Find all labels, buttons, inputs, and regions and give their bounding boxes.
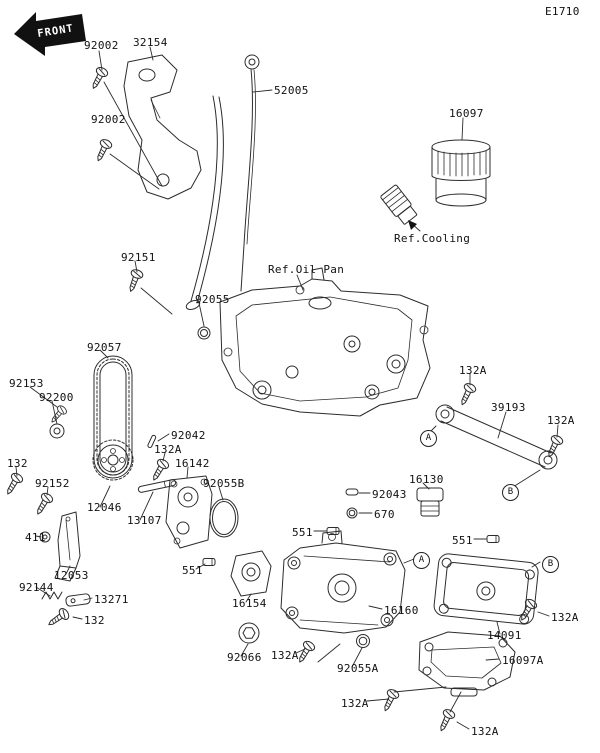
pin-92043-part <box>345 488 359 496</box>
bracket-32154-part <box>123 54 202 200</box>
screw-92151 <box>124 267 145 294</box>
part-label-551-3: 551 <box>182 564 203 577</box>
cover-16154-part <box>230 550 272 597</box>
part-label-92057: 92057 <box>87 341 122 354</box>
part-label-132a-5: 132A <box>271 649 299 662</box>
part-label-132a-1: 132A <box>459 364 487 377</box>
cover-16097a-part <box>418 631 516 697</box>
plate-13271-part <box>65 593 91 607</box>
callout-b-1: B <box>502 484 519 501</box>
bolt-92153 <box>47 403 69 426</box>
part-label-92144: 92144 <box>19 581 54 594</box>
part-label-92152: 92152 <box>35 477 70 490</box>
part-label-92153: 92153 <box>9 377 44 390</box>
part-label-92042: 92042 <box>171 429 206 442</box>
oil-pipe-part <box>185 95 224 310</box>
part-label-92002-1: 92002 <box>84 39 119 52</box>
part-label-12046: 12046 <box>87 501 122 514</box>
part-label-13271: 13271 <box>94 593 129 606</box>
callout-b-2: B <box>542 556 559 573</box>
leader-lines <box>15 46 559 730</box>
part-label-132a-2: 132A <box>547 414 575 427</box>
ref-oil-pan-label: Ref.Oil Pan <box>268 263 345 276</box>
part-label-411: 411 <box>25 531 46 544</box>
cooling-fitting-part <box>380 184 418 225</box>
screw-92002-top <box>87 65 110 92</box>
part-label-92002-2: 92002 <box>91 113 126 126</box>
ref-cooling-label: Ref.Cooling <box>394 232 471 245</box>
guide-12053-part <box>54 511 81 582</box>
part-label-16130: 16130 <box>409 473 444 486</box>
washer-411-part <box>39 531 51 543</box>
part-label-92055a: 92055A <box>337 662 379 675</box>
sprocket-12046-part <box>92 439 134 481</box>
pump-body-16142-part <box>165 475 213 549</box>
part-label-39193: 39193 <box>491 401 526 414</box>
part-label-16142: 16142 <box>175 457 210 470</box>
oring-670-part <box>346 507 358 519</box>
cover-14091-part <box>433 553 539 625</box>
plug-92066-part <box>238 622 260 644</box>
link-rod-39193-part <box>435 404 558 470</box>
part-label-92151: 92151 <box>121 251 156 264</box>
part-label-132-2: 132 <box>84 614 105 627</box>
part-label-13107: 13107 <box>127 514 162 527</box>
front-label: FRONT <box>37 22 75 40</box>
chain-92057-part <box>93 355 133 479</box>
screw-132a-bottom-2 <box>379 687 401 714</box>
part-label-92055: 92055 <box>195 293 230 306</box>
part-label-551-1: 551 <box>292 526 313 539</box>
oring-92055a-part <box>356 634 370 648</box>
screw-92152 <box>32 491 55 518</box>
screw-132-left <box>2 471 25 498</box>
spring-92144-part <box>41 591 63 600</box>
housing-16160-part <box>280 530 406 634</box>
shaft-13107-part <box>137 479 177 493</box>
part-label-16097a: 16097A <box>502 654 544 667</box>
washer-92200-part <box>49 423 65 439</box>
screw-132-bottom-left <box>44 606 72 631</box>
part-label-16160: 16160 <box>384 604 419 617</box>
oil-filter-16097-part <box>431 139 491 207</box>
drawing-code: E1710 <box>545 5 580 18</box>
part-label-92200: 92200 <box>39 391 74 404</box>
screw-132a-bottom-3 <box>435 707 457 734</box>
part-label-14091: 14091 <box>487 629 522 642</box>
part-label-92043: 92043 <box>372 488 407 501</box>
dipstick-52005-part <box>240 54 260 292</box>
screw-92002-second <box>92 137 114 164</box>
part-label-32154: 32154 <box>133 36 168 49</box>
oring-92055b-part <box>209 498 239 538</box>
part-label-52005: 52005 <box>274 84 309 97</box>
part-label-132a-6: 132A <box>341 697 369 710</box>
part-label-132a-3: 132A <box>154 443 182 456</box>
front-arrow-icon: FRONT <box>14 12 86 56</box>
part-label-16097: 16097 <box>449 107 484 120</box>
part-label-551-2: 551 <box>452 534 473 547</box>
screw-132a-link-right <box>543 433 565 460</box>
part-label-132a-7: 132A <box>471 725 499 738</box>
part-label-132-1: 132 <box>7 457 28 470</box>
screw-132a-link-left <box>456 381 478 408</box>
callout-a-1: A <box>420 430 437 447</box>
part-label-16154: 16154 <box>232 597 267 610</box>
screw-132a-pump <box>148 457 171 484</box>
part-label-92066: 92066 <box>227 651 262 664</box>
dowel-551-right-part <box>486 535 500 543</box>
part-label-670: 670 <box>374 508 395 521</box>
part-label-132a-4: 132A <box>551 611 579 624</box>
valve-16130-part <box>416 487 444 517</box>
part-label-92055b: 92055B <box>203 477 245 490</box>
oring-92055-part <box>197 326 211 340</box>
oil-pan-part <box>219 267 431 417</box>
callout-a-2: A <box>413 552 430 569</box>
pin-92042-part <box>147 434 157 449</box>
part-label-12053: 12053 <box>54 569 89 582</box>
